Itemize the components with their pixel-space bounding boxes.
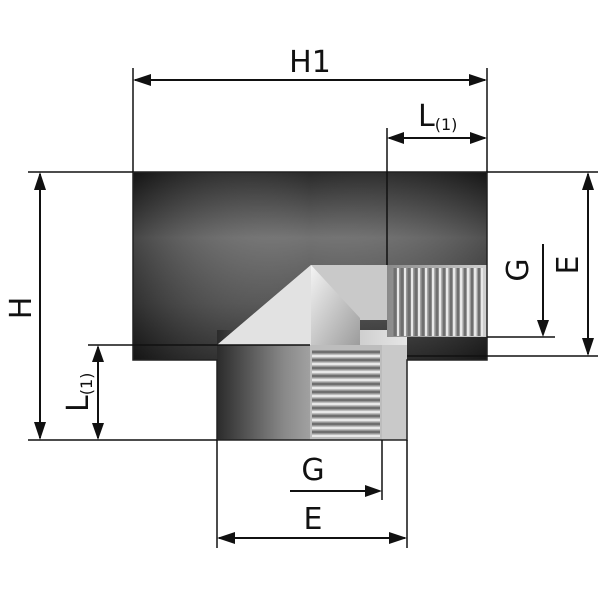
label-l1-left-main: L xyxy=(61,395,96,412)
label-h: H xyxy=(4,297,39,320)
dimensions xyxy=(28,68,598,548)
label-l1-top-sub: (1) xyxy=(435,115,458,134)
label-e-right: E xyxy=(551,256,586,275)
bottom-thread xyxy=(312,350,380,437)
label-h1: H1 xyxy=(289,45,331,80)
label-l1-top: L(1) xyxy=(418,99,457,134)
label-l1-left: L(1) xyxy=(61,373,96,412)
dimension-labels: H1 L(1) H L(1) G E G E xyxy=(4,45,586,537)
label-g-right: G xyxy=(501,258,536,281)
drill-cone-right xyxy=(311,265,360,345)
drill-cone-left xyxy=(217,265,311,345)
label-l1-top-main: L xyxy=(418,99,435,134)
tee-body xyxy=(132,171,488,441)
label-g-bottom: G xyxy=(301,453,324,488)
label-l1-left-sub: (1) xyxy=(77,373,96,396)
right-thread xyxy=(393,268,483,336)
label-e-bottom: E xyxy=(304,502,323,537)
